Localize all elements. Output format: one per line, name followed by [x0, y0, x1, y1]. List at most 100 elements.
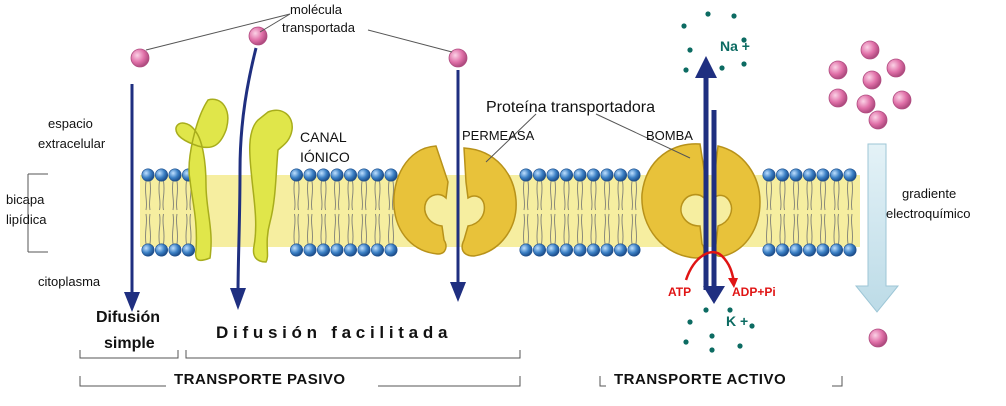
molecule: [828, 88, 848, 108]
ion-dot: [749, 323, 755, 329]
phospholipid-head: [775, 243, 789, 257]
gradient-label-line1: gradiente: [902, 186, 956, 201]
ion-dot: [683, 339, 689, 345]
phospholipid-head: [532, 243, 546, 257]
molecule: [856, 94, 876, 114]
phospholipid-head: [182, 243, 196, 257]
ion-channel: [175, 98, 293, 263]
gradient-arrow: [854, 143, 900, 313]
molecule-label-line2: transportada: [282, 20, 356, 35]
molecule: [860, 40, 880, 60]
simple-diffusion-label-line2: simple: [104, 335, 155, 352]
phospholipid-head: [789, 168, 803, 182]
molecule: [130, 48, 150, 68]
molecule: [892, 90, 912, 110]
phospholipid-head: [843, 168, 857, 182]
ion-dot: [687, 47, 693, 53]
phospholipid-head: [343, 243, 357, 257]
phospholipid-head: [816, 243, 830, 257]
phospholipid-head: [168, 243, 182, 257]
phospholipid-head: [843, 243, 857, 257]
phospholipid-head: [802, 168, 816, 182]
ion-channel-label-line1: CANAL: [300, 129, 347, 145]
ion-dot: [737, 343, 743, 349]
transporter-protein-label: Proteína transportadora: [486, 99, 655, 116]
ion-dot: [703, 307, 709, 313]
sodium-label: Na +: [720, 38, 750, 54]
ion-dot: [687, 319, 693, 325]
phospholipid-head: [559, 168, 573, 182]
bilayer-label-line1: bicapa: [6, 192, 45, 207]
phospholipid-head: [802, 243, 816, 257]
atp-reaction-arrow: [684, 250, 738, 288]
ion-dot: [709, 347, 715, 353]
simple-diffusion-arrow: [124, 84, 140, 312]
gradient-label-line2: electroquímico: [886, 206, 971, 221]
molecule: [886, 58, 906, 78]
phospholipid-head: [357, 168, 371, 182]
phospholipid-head: [627, 168, 641, 182]
pump-protein: [641, 143, 761, 259]
ion-dot: [741, 61, 747, 67]
phospholipid-head: [627, 243, 641, 257]
ion-dot: [741, 37, 747, 43]
phospholipid-head: [330, 168, 344, 182]
permease-arrow: [450, 70, 466, 302]
phospholipid-head: [816, 168, 830, 182]
permease-label: PERMEASA: [462, 128, 535, 143]
phospholipid-head: [289, 243, 303, 257]
phospholipid-head: [370, 243, 384, 257]
phospholipid-head: [370, 168, 384, 182]
ion-channel-label-line2: IÓNICO: [300, 149, 350, 165]
phospholipid-head: [789, 243, 803, 257]
bilayer-label-line2: lipídica: [6, 212, 47, 227]
molecule: [828, 60, 848, 80]
phospholipid-head: [384, 168, 398, 182]
potassium-in-arrow: [703, 110, 725, 304]
phospholipid-head: [168, 168, 182, 182]
atp-label: ATP: [668, 285, 691, 299]
phospholipid-head: [546, 243, 560, 257]
phospholipid-head: [519, 168, 533, 182]
passive-transport-label: TRANSPORTE PASIVO: [174, 371, 346, 388]
leader-lines: [27, 13, 691, 253]
extracellular-label-line2: extracelular: [38, 136, 106, 151]
phospholipid-head: [155, 243, 169, 257]
phospholipid-head: [546, 168, 560, 182]
molecule: [868, 328, 888, 348]
ion-dot: [683, 67, 689, 73]
extracellular-label-line1: espacio: [48, 116, 93, 131]
phospholipid-head: [316, 243, 330, 257]
simple-diffusion-label-line1: Difusión: [96, 309, 160, 326]
phospholipid-head: [829, 168, 843, 182]
phospholipid-head: [155, 168, 169, 182]
phospholipid-head: [141, 243, 155, 257]
phospholipid-head: [343, 168, 357, 182]
pump-label: BOMBA: [646, 128, 693, 143]
potassium-label: K +: [726, 313, 748, 329]
phospholipid-head: [600, 243, 614, 257]
phospholipid-head: [532, 168, 546, 182]
adp-label: ADP+Pi: [732, 285, 776, 299]
facilitated-diffusion-label: D i f u s i ó n f a c i l i t a d a: [216, 323, 448, 342]
phospholipid-head: [586, 243, 600, 257]
molecule-label-line1: molécula: [290, 2, 343, 17]
phospholipid-head: [303, 243, 317, 257]
cytoplasm-label: citoplasma: [38, 274, 101, 289]
phospholipid-head: [519, 243, 533, 257]
active-transport-label: TRANSPORTE ACTIVO: [614, 371, 786, 388]
ion-dot: [727, 307, 733, 313]
phospholipid-head: [303, 168, 317, 182]
molecule: [868, 110, 888, 130]
phospholipid-head: [600, 168, 614, 182]
ion-dot: [731, 13, 737, 19]
molecule-group: [130, 26, 912, 348]
phospholipid-head: [573, 168, 587, 182]
phospholipid-head: [141, 168, 155, 182]
permease-protein: [393, 145, 517, 257]
phospholipid-head: [586, 168, 600, 182]
phospholipid-head: [775, 168, 789, 182]
molecule: [248, 26, 268, 46]
ion-dot: [681, 23, 687, 29]
ion-dot: [709, 333, 715, 339]
